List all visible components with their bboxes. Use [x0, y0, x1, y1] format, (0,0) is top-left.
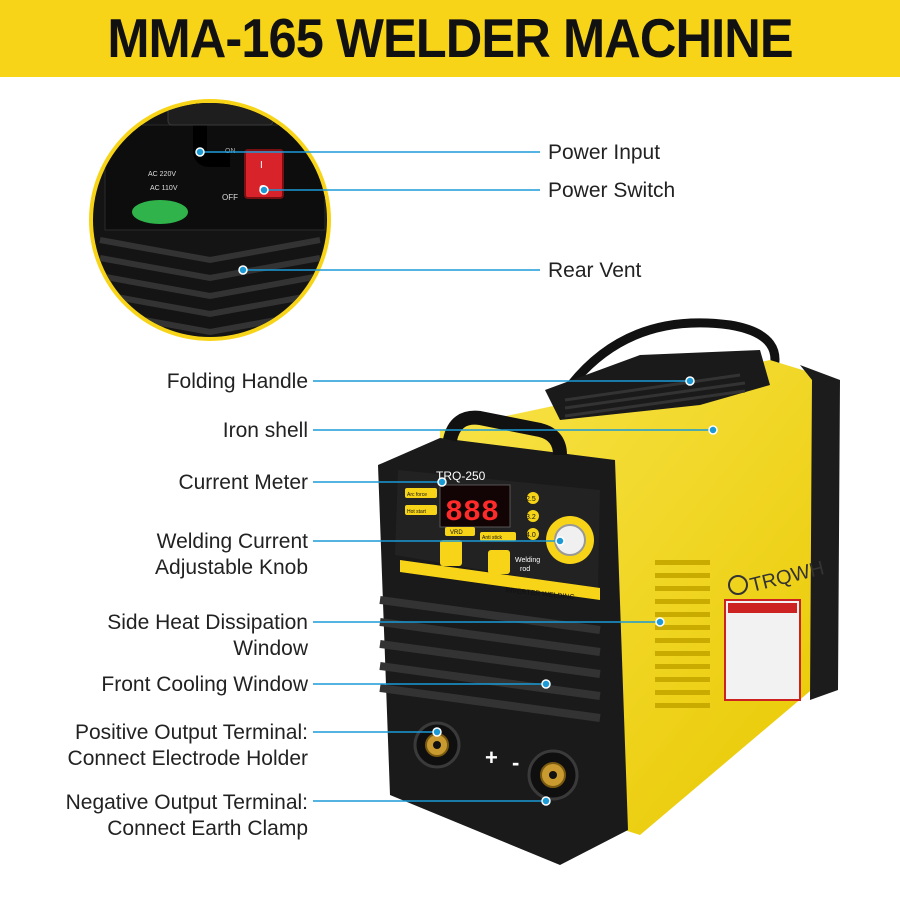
- callout-positive-terminal: Positive Output Terminal: Connect Electr…: [68, 720, 308, 772]
- callout-negative-line1: Negative Output Terminal:: [65, 791, 308, 814]
- callout-folding-handle: Folding Handle: [166, 370, 308, 393]
- inverter-strip: [400, 560, 600, 600]
- callout-negative-line2: Connect Earth Clamp: [107, 817, 308, 840]
- minus-mark: -: [512, 750, 519, 775]
- callout-rear-vent: Rear Vent: [548, 259, 642, 282]
- callout-side-heat-line2: Window: [233, 637, 308, 660]
- rod-size-1: 2.5: [526, 496, 536, 503]
- plus-mark: +: [485, 745, 498, 770]
- voltage-label-110: AC 110V: [150, 185, 178, 192]
- callout-knob-line1: Welding Current: [156, 530, 308, 553]
- callout-knob-line2: Adjustable Knob: [155, 556, 308, 579]
- green-sticker: [132, 200, 188, 224]
- callout-knob: Welding Current Adjustable Knob: [155, 529, 308, 581]
- negative-terminal-graphic: [527, 749, 579, 801]
- callout-iron-shell: Iron shell: [222, 419, 308, 442]
- front-handle: [443, 410, 567, 456]
- hand-icon: [440, 540, 462, 566]
- callout-front-cooling: Front Cooling Window: [101, 673, 308, 696]
- side-vent-graphic: [655, 560, 710, 708]
- page-title: MMA-165 WELDER MACHINE: [107, 7, 793, 69]
- callout-lines: [195, 147, 718, 806]
- model-label: TRQ-250: [436, 469, 486, 483]
- hot-start-label: Hot start: [407, 509, 427, 515]
- display-digits: 888: [445, 496, 499, 530]
- rod-size-2: 3.2: [526, 514, 536, 521]
- rod-size-3: 4.0: [526, 532, 536, 539]
- current-meter-display: [439, 484, 511, 528]
- callout-power-switch: Power Switch: [548, 179, 676, 202]
- brand-logo-icon: [728, 575, 748, 595]
- callout-positive-line1: Positive Output Terminal:: [74, 721, 308, 744]
- rear-detail-inset: ON OFF AC 220V AC 110V I O: [89, 99, 331, 341]
- title-banner: [0, 0, 900, 77]
- callout-negative-terminal: Negative Output Terminal: Connect Earth …: [66, 790, 308, 842]
- voltage-label-220: AC 220V: [148, 171, 176, 178]
- hand-icon: [488, 550, 510, 574]
- positive-terminal-graphic: [413, 721, 461, 769]
- off-label: OFF: [222, 193, 238, 202]
- rod-label-1: Welding: [515, 557, 540, 564]
- rod-label-2: rod: [520, 566, 530, 573]
- front-vent-graphic: [379, 596, 601, 722]
- callout-side-heat-line1: Side Heat Dissipation: [107, 611, 308, 634]
- warning-sticker: [724, 599, 801, 701]
- anti-stick-label: Anti stick: [482, 535, 503, 541]
- switch-on-mark: I: [260, 160, 263, 171]
- callout-power-input: Power Input: [548, 141, 661, 164]
- top-cable: [556, 318, 780, 403]
- current-knob: [554, 524, 586, 556]
- callout-positive-line2: Connect Electrode Holder: [67, 747, 308, 770]
- welder-machine: TRQWH 888 TRQ-250 Arc force Hot start VR…: [378, 318, 840, 865]
- callout-side-heat: Side Heat Dissipation Window: [107, 610, 308, 662]
- vrd-label: VRD: [450, 530, 463, 536]
- power-switch-graphic: [244, 149, 284, 199]
- arc-force-label: Arc force: [407, 492, 427, 498]
- callout-current-meter: Current Meter: [178, 471, 308, 494]
